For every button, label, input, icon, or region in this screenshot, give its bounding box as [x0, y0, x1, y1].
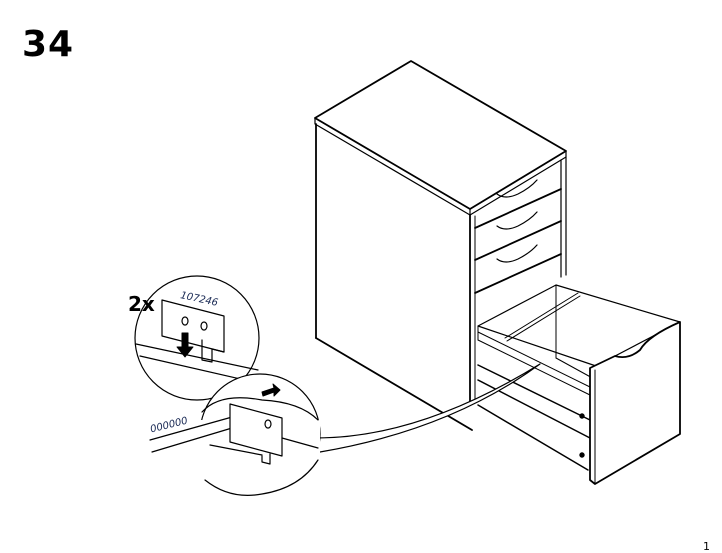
right-arrow-icon	[261, 383, 281, 397]
drawer-cabinet	[314, 60, 681, 485]
page-number: 1	[703, 540, 710, 553]
step-number: 34	[22, 24, 75, 65]
detail-circle-top	[134, 275, 260, 401]
down-arrow-icon	[176, 332, 194, 358]
quantity-label: 2x	[128, 292, 155, 316]
callout-pointer	[315, 363, 541, 453]
detail-circle-bottom	[149, 373, 321, 500]
